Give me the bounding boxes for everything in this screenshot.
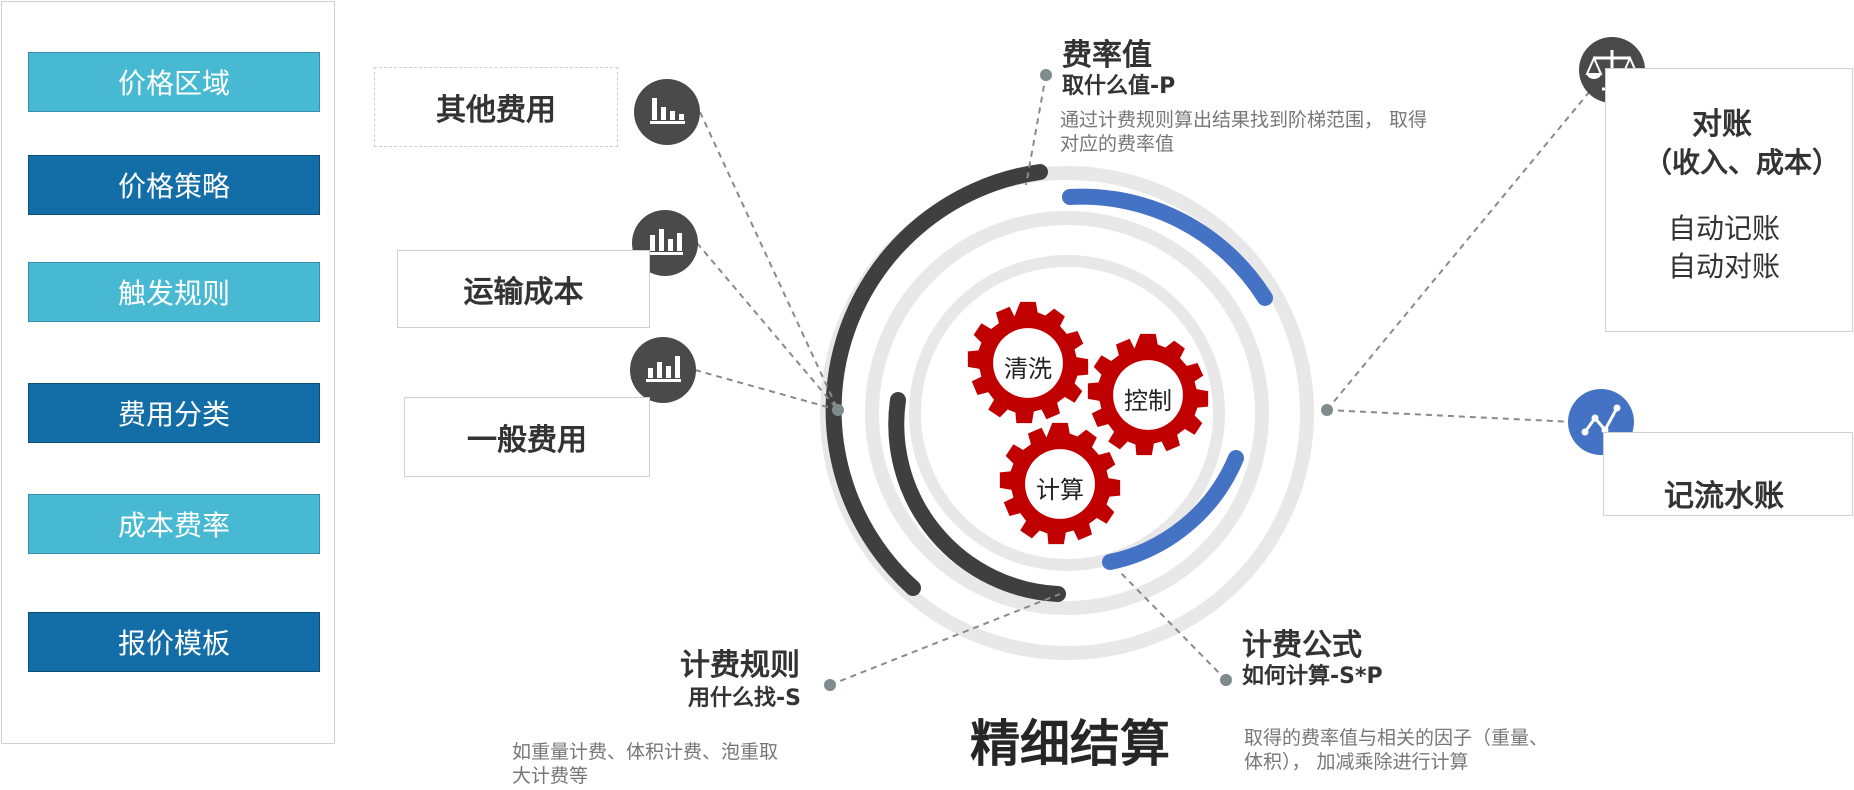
lower-blue-arc	[1102, 450, 1244, 570]
formula-desc-line1: 取得的费率值与相关的因子（重量、	[1244, 727, 1549, 749]
rule-title: 计费规则	[680, 648, 800, 683]
rate-description: 通过计费规则算出结果找到阶梯范围， 取得 对应的费率值	[1060, 108, 1500, 156]
rate-desc-line2: 对应的费率值	[1060, 133, 1175, 155]
connector-reconcile	[1326, 90, 1591, 411]
formula-desc-line2: 体积）， 加减乘除进行计算	[1244, 751, 1469, 773]
rate-desc-line1: 通过计费规则算出结果找到阶梯范围， 取得	[1060, 109, 1428, 131]
sidebar-item-cost-rate[interactable]: 成本费率	[28, 494, 320, 554]
inner-dark-arc	[888, 392, 1066, 602]
connector-other-fee	[699, 111, 839, 411]
reconcile-title: 对账	[1692, 107, 1752, 142]
middle-grey-ring	[865, 211, 1269, 615]
connector-ledger	[1326, 409, 1575, 423]
formula-title: 计费公式	[1242, 628, 1362, 663]
bar-chart-icon	[630, 337, 696, 403]
sidebar-item-price-region[interactable]: 价格区域	[28, 52, 320, 112]
dot-right-hub	[1321, 404, 1333, 416]
bar-chart-icon	[634, 79, 700, 145]
outer-dark-arc	[825, 164, 1048, 596]
gear-control-label: 控制	[1124, 387, 1172, 415]
connector-rate	[1025, 74, 1047, 186]
formula-subtitle: 如何计算-S*P	[1242, 664, 1383, 689]
ledger-title: 记流水账	[1664, 479, 1784, 514]
dot-formula	[1220, 674, 1232, 686]
connector-general	[694, 369, 839, 411]
sidebar-item-fee-category[interactable]: 费用分类	[28, 383, 320, 443]
general-fee-box: 一般费用	[404, 397, 650, 477]
transport-cost-box: 运输成本	[397, 250, 650, 328]
sidebar-item-quote-template[interactable]: 报价模板	[28, 612, 320, 672]
ledger-box: 记流水账	[1603, 432, 1853, 516]
reconcile-line1: 自动记账	[1668, 212, 1781, 245]
connector-rule	[829, 593, 1061, 686]
rule-subtitle: 用什么找-S	[688, 686, 801, 711]
rule-desc-line1: 如重量计费、体积计费、泡重取	[512, 741, 779, 763]
dot-rule	[824, 679, 836, 691]
dot-left-hub	[832, 404, 844, 416]
connector-formula	[1117, 569, 1227, 681]
rate-subtitle: 取什么值-P	[1062, 74, 1176, 99]
other-fee-box: 其他费用	[374, 67, 618, 147]
formula-description: 取得的费率值与相关的因子（重量、 体积）， 加减乘除进行计算	[1244, 726, 1614, 774]
reconcile-box: 对账 （收入、成本） 自动记账 自动对账	[1605, 68, 1853, 332]
reconcile-line2: 自动对账	[1668, 250, 1781, 283]
sidebar-item-price-strategy[interactable]: 价格策略	[28, 155, 320, 215]
connector-transport	[696, 242, 839, 411]
reconcile-subtitle: （收入、成本）	[1644, 146, 1841, 179]
rule-desc-line2: 大计费等	[512, 765, 589, 787]
inner-grey-ring	[909, 255, 1225, 571]
upper-blue-arc	[1062, 188, 1273, 306]
center-title: 精细结算	[970, 715, 1170, 773]
gear-compute-label: 计算	[1036, 476, 1084, 504]
sidebar-item-trigger-rules[interactable]: 触发规则	[28, 262, 320, 322]
rate-title: 费率值	[1062, 38, 1152, 73]
rule-description: 如重量计费、体积计费、泡重取 大计费等	[512, 740, 842, 788]
dot-rate	[1040, 69, 1052, 81]
gear-clean-label: 清洗	[1004, 355, 1052, 383]
sidebar-panel: 价格区域 价格策略 触发规则 费用分类 成本费率 报价模板	[1, 1, 335, 744]
